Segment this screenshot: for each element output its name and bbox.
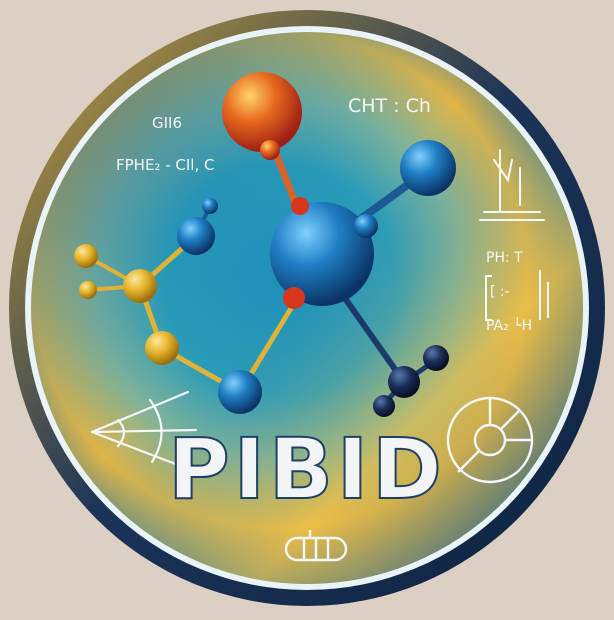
pie-chart-icon [446, 396, 534, 484]
formula-left: FPHE₂ - CIl, C [116, 156, 214, 174]
blue-atom-right [400, 140, 456, 196]
formula-right-top: PH: T [486, 250, 523, 266]
blue-atom-left [177, 217, 215, 255]
navy-atom-lower [373, 395, 395, 417]
tiny-blue-atom [202, 198, 218, 214]
navy-atom-right [423, 345, 449, 371]
small-blue-atom [354, 214, 378, 238]
red-link-atom-upper [291, 197, 309, 215]
formula-annotations: GII6 FPHE₂ - CIl, C CHT : Ch PH: T [ :- … [116, 95, 532, 334]
fan-icon [90, 390, 198, 470]
small-red-atom [260, 140, 280, 160]
blue-atom-bottom [218, 370, 262, 414]
gold-atom-lower-left [79, 281, 97, 299]
navy-atom-center [388, 366, 420, 398]
bracket-icon [485, 270, 549, 321]
formula-top-left: GII6 [152, 114, 182, 132]
gold-atom-center [123, 269, 157, 303]
formula-right-mid: [ :- [490, 284, 510, 300]
formula-right-bottom: PA₂ └H [486, 317, 532, 334]
central-blue-atom [270, 202, 374, 306]
gold-atom-upper-left [74, 244, 98, 268]
capsule-icon [284, 530, 348, 562]
lab-stand-icon [479, 149, 545, 221]
logo-title: PIBID [168, 420, 446, 518]
red-link-atom-lower [283, 287, 305, 309]
gold-atom-lower [145, 331, 179, 365]
formula-top-right: CHT : Ch [348, 95, 431, 117]
oxygen-atom-top [222, 72, 302, 152]
